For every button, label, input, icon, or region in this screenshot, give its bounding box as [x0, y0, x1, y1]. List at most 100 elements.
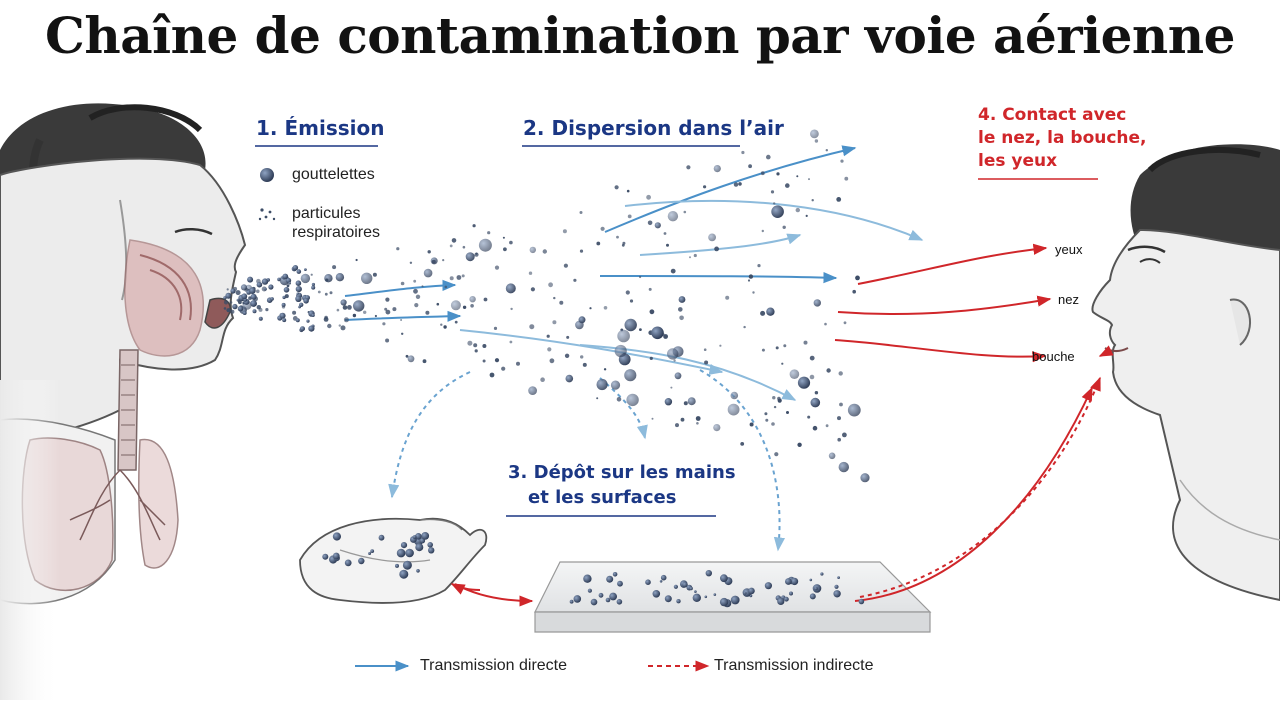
- particle: [578, 316, 586, 324]
- spray-particle: [296, 269, 302, 274]
- hand-droplet: [396, 548, 406, 558]
- particle: [775, 346, 779, 350]
- particle: [647, 220, 653, 226]
- particle: [663, 334, 668, 339]
- deposit-heading-line-2: et les surfaces: [528, 487, 677, 508]
- particle: [596, 397, 599, 400]
- particle: [436, 302, 440, 306]
- hand-droplet: [415, 533, 422, 540]
- surface-droplet: [587, 588, 593, 593]
- particle: [530, 287, 536, 292]
- particle: [494, 358, 500, 363]
- particle: [678, 296, 686, 303]
- surface-droplet: [617, 580, 623, 587]
- particle: [363, 310, 367, 314]
- particle: [807, 415, 811, 419]
- particle: [529, 246, 536, 254]
- particle: [654, 222, 661, 229]
- particle: [473, 343, 478, 348]
- particle: [764, 412, 768, 416]
- particle: [317, 290, 321, 294]
- particle: [353, 300, 365, 312]
- spray-particle: [282, 318, 287, 323]
- particle: [461, 274, 465, 278]
- spray-particle: [250, 293, 257, 300]
- surface-droplet: [713, 593, 717, 596]
- surface-droplet: [833, 590, 841, 598]
- particle: [860, 473, 870, 483]
- particle: [809, 355, 815, 361]
- particle: [265, 308, 269, 312]
- direct-arrow-1: [344, 279, 457, 297]
- contact-heading-line-1: 4. Contact avec: [978, 105, 1127, 125]
- particle: [838, 371, 843, 376]
- particle: [226, 288, 229, 291]
- spray-particle: [256, 281, 263, 288]
- particle: [648, 287, 652, 291]
- particle: [626, 189, 630, 193]
- particle: [501, 366, 506, 371]
- spray-particle: [295, 295, 302, 302]
- particle: [300, 273, 311, 284]
- particle: [392, 307, 397, 312]
- particle: [766, 307, 775, 316]
- particle: [741, 150, 745, 155]
- surface-droplet: [705, 570, 712, 577]
- particle: [686, 165, 691, 170]
- surface-droplet: [664, 595, 672, 603]
- hand-droplet: [395, 563, 399, 568]
- particle: [777, 396, 781, 401]
- spray-particle: [303, 298, 309, 304]
- surface-droplet: [689, 586, 693, 591]
- spray-particle: [250, 300, 257, 307]
- particles-label-line-2: respiratoires: [292, 224, 381, 241]
- emission-heading: 1. Émission: [256, 116, 385, 140]
- particle: [809, 374, 815, 380]
- legend-direct-label: Transmission directe: [420, 657, 568, 674]
- particle: [422, 359, 427, 364]
- particle-cloud: [223, 129, 870, 483]
- surface-droplet: [676, 599, 681, 604]
- particle: [451, 238, 457, 243]
- particle: [467, 340, 473, 346]
- droplet-label: gouttelettes: [292, 166, 375, 183]
- particle: [797, 376, 811, 389]
- particle: [425, 310, 430, 315]
- surface-droplet: [784, 596, 789, 602]
- direct-arrow-6: [639, 233, 802, 256]
- particle: [773, 405, 777, 409]
- particle: [781, 362, 784, 365]
- particle: [683, 210, 687, 214]
- particle: [483, 297, 488, 302]
- particle: [442, 259, 445, 262]
- particle: [336, 308, 340, 312]
- particle: [510, 307, 513, 311]
- particle: [454, 320, 458, 324]
- particle: [361, 272, 373, 284]
- particle: [573, 278, 577, 282]
- particle: [674, 372, 682, 380]
- particle: [797, 442, 802, 447]
- surface-droplet: [590, 598, 598, 606]
- particle: [843, 321, 847, 325]
- particle: [842, 432, 847, 438]
- particle: [828, 452, 836, 460]
- surface-droplet: [748, 587, 755, 595]
- particle: [528, 386, 537, 395]
- particle: [310, 273, 313, 276]
- particle: [805, 214, 808, 217]
- particle: [621, 243, 625, 247]
- particle: [738, 182, 742, 186]
- particle: [783, 344, 787, 348]
- particle: [603, 306, 608, 310]
- spray-particle: [311, 313, 315, 317]
- particle: [562, 229, 567, 234]
- particle: [384, 307, 388, 311]
- particle: [680, 417, 685, 422]
- hand-droplet: [412, 535, 417, 539]
- particle: [713, 165, 721, 173]
- hand-droplet: [368, 552, 372, 555]
- particle: [837, 416, 841, 421]
- particle: [409, 261, 413, 264]
- particle: [482, 359, 486, 363]
